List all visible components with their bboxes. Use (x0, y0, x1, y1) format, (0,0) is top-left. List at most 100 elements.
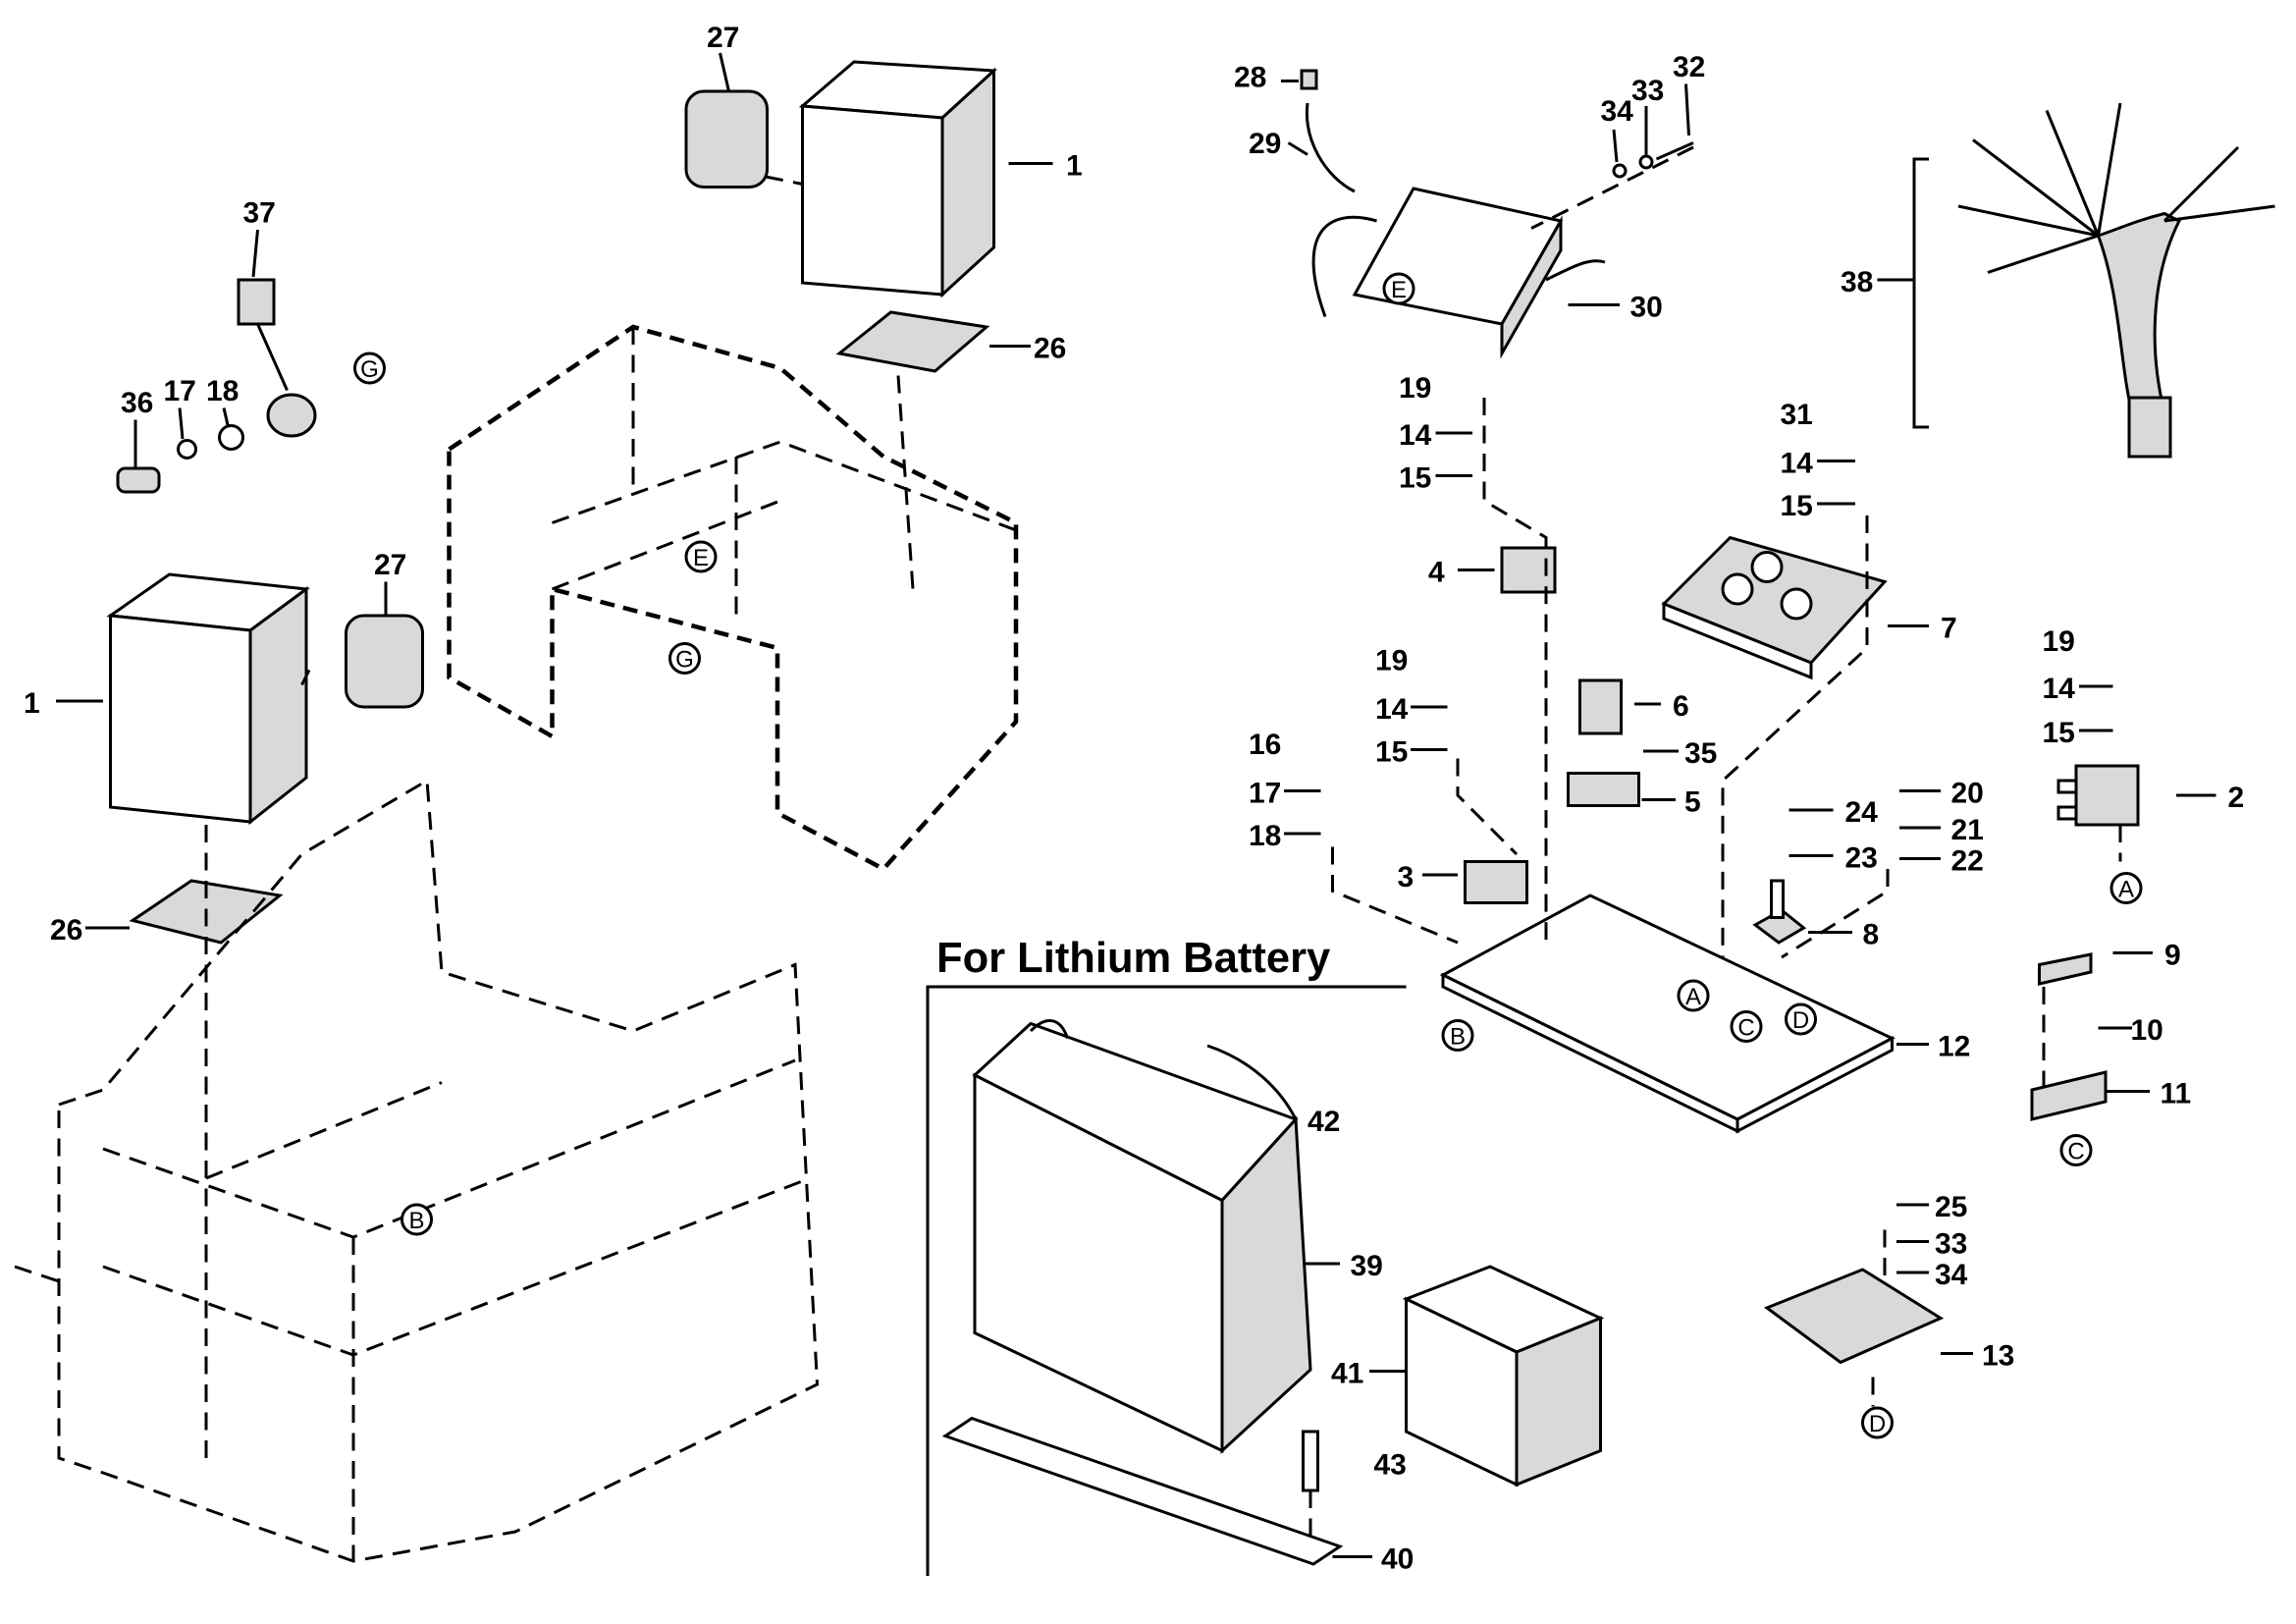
lithium-battery (972, 1019, 1312, 1454)
reference-marker-A: A (2109, 872, 2143, 904)
callout-25: 25 (1935, 1191, 1967, 1223)
leader-line (1684, 83, 1690, 136)
callout-43: 43 (1374, 1449, 1407, 1482)
reference-letter: C (1737, 1015, 1754, 1042)
terminal-post (1752, 879, 1807, 945)
callout-17: 17 (1249, 778, 1281, 810)
callout-30: 30 (1630, 292, 1663, 324)
reference-marker-C: C (1730, 1010, 1763, 1043)
fuse-holder (2030, 1070, 2108, 1121)
reference-marker-D: D (1861, 1406, 1894, 1439)
callout-6: 6 (1673, 690, 1689, 723)
callout-19: 19 (1399, 372, 1431, 405)
battery-base-plate (941, 1416, 1344, 1566)
bolt-32 (1612, 141, 1694, 179)
callout-26: 26 (1034, 333, 1066, 365)
reference-marker-A: A (1677, 979, 1710, 1012)
reference-letter: G (360, 356, 379, 383)
callout-15: 15 (1781, 490, 1813, 522)
callout-33: 33 (1935, 1228, 1967, 1261)
callout-27: 27 (374, 549, 406, 581)
callout-34: 34 (1601, 95, 1634, 128)
section-border (926, 985, 1407, 1576)
upper-frame (447, 324, 1019, 872)
reference-letter: D (1869, 1411, 1886, 1437)
reference-marker-D: D (1785, 1002, 1817, 1036)
callout-29: 29 (1249, 128, 1281, 160)
reference-letter: C (2067, 1139, 2084, 1165)
reference-letter: B (1450, 1024, 1466, 1051)
callout-14: 14 (1399, 419, 1432, 452)
callout-36: 36 (121, 387, 153, 419)
callout-2: 2 (2228, 782, 2245, 814)
callout-11: 11 (2161, 1078, 2192, 1110)
reference-letter: B (408, 1208, 424, 1234)
callout-14: 14 (2043, 673, 2076, 705)
reference-letter: D (1792, 1007, 1809, 1034)
motor-controller (1661, 535, 1888, 680)
callout-38: 38 (1841, 266, 1873, 298)
callout-24: 24 (1845, 796, 1879, 829)
fuse (2038, 952, 2093, 986)
reference-marker-B: B (1441, 1019, 1474, 1052)
leader-line (222, 407, 230, 428)
reference-marker-G: G (353, 352, 386, 385)
callout-41: 41 (1331, 1358, 1363, 1390)
callout-19: 19 (2043, 625, 2075, 658)
callout-15: 15 (1375, 736, 1408, 769)
leader-line (1612, 129, 1619, 163)
callout-4: 4 (1428, 557, 1445, 589)
reference-letter: E (693, 545, 709, 571)
display-module (1763, 1268, 1945, 1365)
callout-10: 10 (2131, 1014, 2163, 1047)
leader-line (719, 52, 730, 92)
leader-line (251, 229, 259, 278)
callout-32: 32 (1673, 51, 1705, 83)
callout-7: 7 (1941, 613, 1957, 645)
section-label: For Lithium Battery (936, 935, 1330, 982)
callout-1: 1 (1066, 150, 1083, 183)
callout-26: 26 (50, 914, 82, 947)
callout-20: 20 (1951, 778, 1984, 810)
contactor (2056, 764, 2140, 827)
callout-40: 40 (1381, 1543, 1414, 1576)
lower-frame (14, 778, 820, 1563)
reference-marker-G: G (668, 642, 701, 675)
reference-marker-B: B (400, 1203, 433, 1236)
callout-14: 14 (1781, 448, 1814, 480)
callout-28: 28 (1234, 62, 1266, 94)
callout-42: 42 (1308, 1106, 1340, 1138)
reference-marker-C: C (2059, 1134, 2093, 1166)
callout-9: 9 (2164, 940, 2181, 972)
relay-3 (1464, 860, 1528, 904)
mat-upper (835, 310, 990, 373)
callout-19: 19 (1375, 645, 1408, 677)
reference-marker-E: E (1382, 272, 1415, 305)
battery-box-41 (1402, 1265, 1605, 1488)
module-6 (1578, 678, 1623, 735)
callout-15: 15 (1399, 462, 1431, 495)
callout-23: 23 (1845, 842, 1878, 875)
callout-27: 27 (707, 22, 739, 54)
callout-18: 18 (206, 375, 239, 407)
pad-lower (345, 614, 424, 709)
callout-8: 8 (1863, 919, 1880, 951)
bolt-43 (1302, 1430, 1319, 1492)
callout-14: 14 (1375, 693, 1409, 726)
reference-marker-E: E (684, 540, 718, 573)
wire-harness (1912, 102, 2275, 459)
reference-letter: A (2118, 877, 2134, 903)
callout-35: 35 (1684, 737, 1717, 770)
callout-13: 13 (1982, 1340, 2014, 1373)
callout-22: 22 (1951, 845, 1984, 878)
mounting-plate (1439, 893, 1896, 1134)
reference-letter: E (1391, 277, 1407, 303)
callout-31: 31 (1781, 399, 1813, 431)
leader-line (178, 407, 185, 440)
sensor-assembly (116, 278, 317, 494)
reference-letter: G (675, 647, 694, 674)
callout-21: 21 (1951, 814, 1984, 846)
callout-39: 39 (1351, 1250, 1383, 1282)
callout-33: 33 (1631, 75, 1664, 107)
